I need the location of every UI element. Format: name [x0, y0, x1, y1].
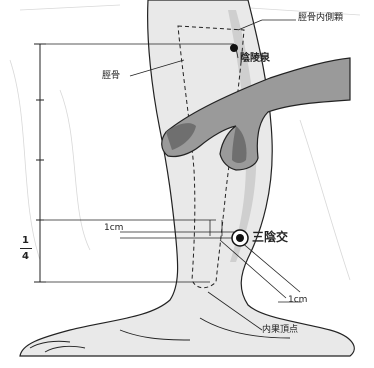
label-tibia-medial-condyle: 脛骨内側顆 [298, 14, 343, 23]
label-sanyinjiao: 三陰交 [252, 231, 288, 243]
label-yinlingquan: 陰陵泉 [240, 54, 270, 64]
scale-denominator: 4 [22, 252, 29, 262]
label-one-cm-right: 1cm [288, 296, 307, 305]
label-tibia: 脛骨 [102, 72, 120, 81]
scale-numerator: 1 [22, 236, 29, 246]
label-medial-malleolus-apex: 内果頂点 [262, 326, 298, 335]
yinlingquan-point [230, 44, 238, 52]
label-one-cm-left: 1cm [104, 224, 123, 233]
fraction-bar [20, 248, 32, 249]
sanyinjiao-point [232, 230, 248, 246]
